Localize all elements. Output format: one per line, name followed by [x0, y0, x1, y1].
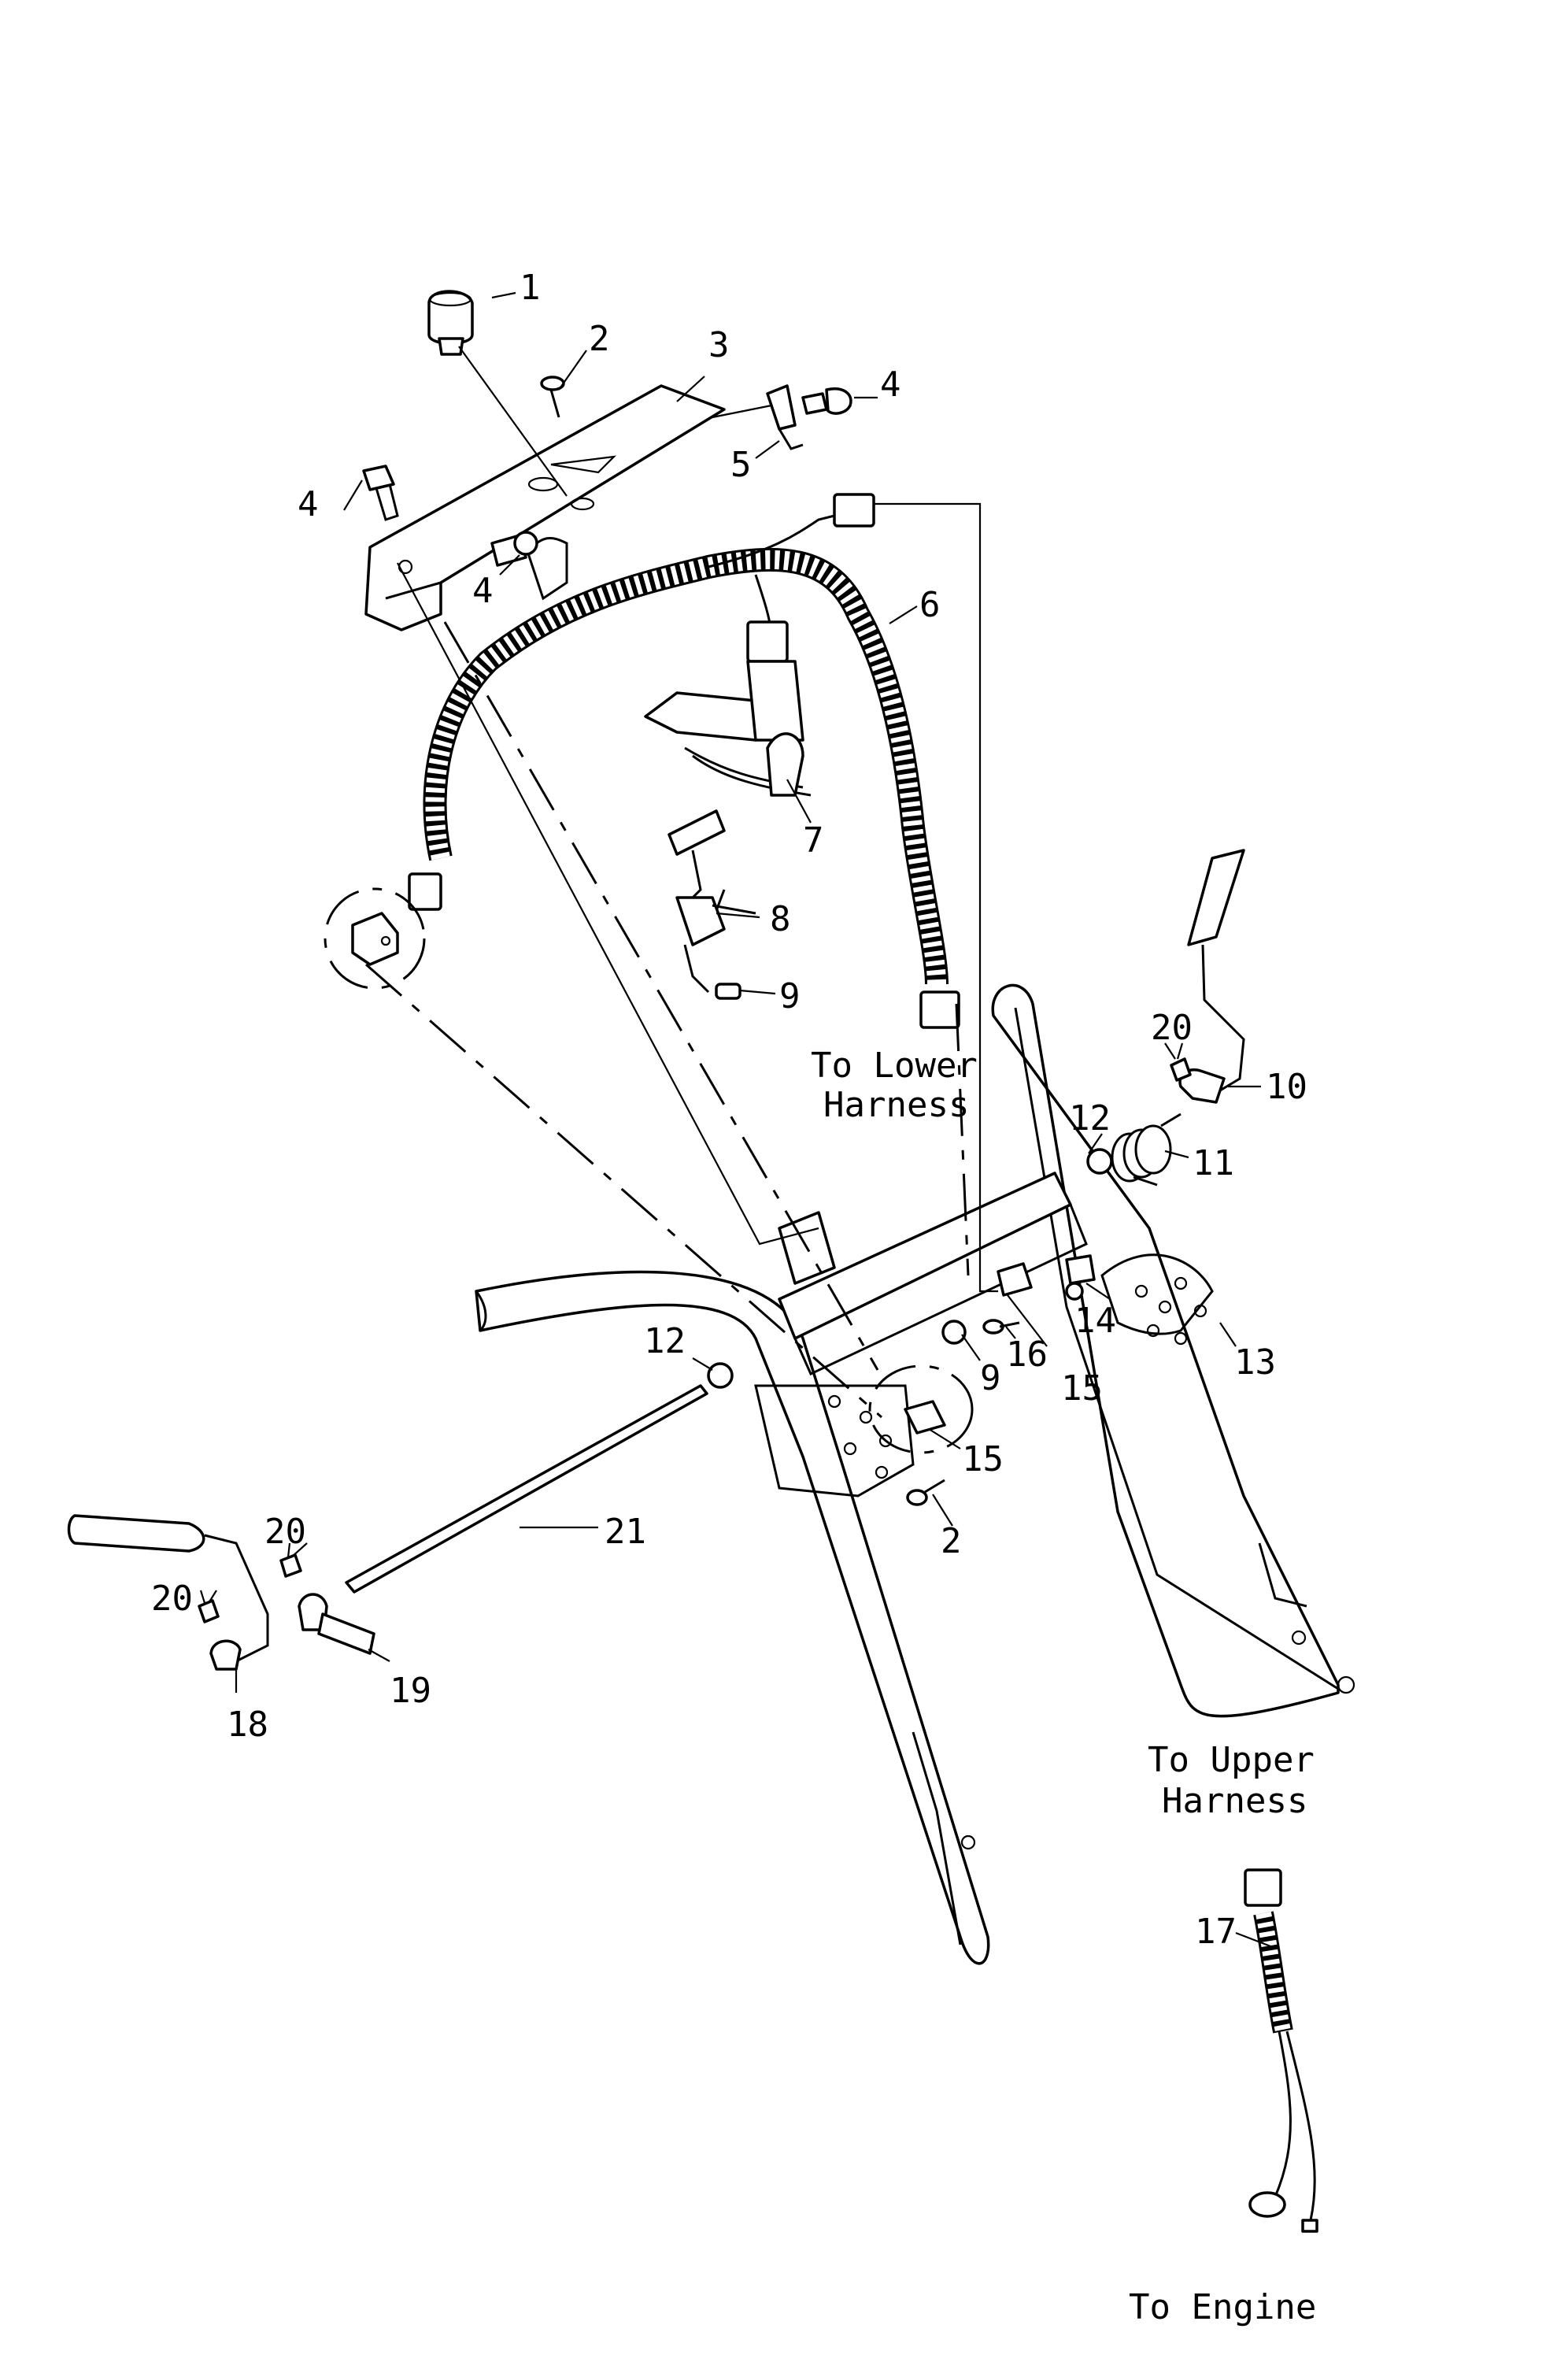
bracket-part-8 — [668, 809, 756, 994]
callout-15-lower: 15 — [962, 1439, 1004, 1479]
callout-9-lower: 9 — [980, 1358, 1001, 1398]
callout-10: 10 — [1266, 1067, 1307, 1107]
leader-lines — [199, 291, 1278, 1950]
bushing-part-12-right — [1086, 1148, 1113, 1175]
bolt-part-4-a — [801, 387, 852, 415]
note-to-lower-harness-line1: To Lower — [811, 1046, 978, 1086]
callout-21: 21 — [605, 1512, 646, 1552]
wire-harness-part-6 — [408, 493, 960, 1029]
cover-plate-part-3 — [364, 384, 726, 631]
lever-part-19 — [298, 1593, 375, 1655]
callout-16: 16 — [1006, 1335, 1048, 1375]
callout-20-left: 20 — [151, 1579, 193, 1619]
bolt-part-4-b — [362, 465, 399, 521]
callout-5: 5 — [730, 445, 752, 485]
note-to-upper-harness-line2: Harness — [1162, 1781, 1307, 1821]
callout-4-right: 4 — [880, 365, 901, 405]
callout-4-middle: 4 — [472, 571, 494, 611]
note-to-engine: To Engine — [1129, 2287, 1316, 2327]
callout-12-left: 12 — [644, 1321, 686, 1361]
pin-part-9-top — [715, 983, 741, 1000]
screw-part-16 — [982, 1319, 1020, 1335]
callout-20-middle: 20 — [264, 1512, 306, 1552]
callout-12-right: 12 — [1069, 1098, 1111, 1138]
screw-part-2-bottom — [906, 1479, 945, 1506]
rod-part-21 — [345, 1384, 708, 1594]
callout-11: 11 — [1193, 1143, 1234, 1183]
callout-13: 13 — [1234, 1342, 1276, 1383]
lower-handle — [475, 1270, 990, 1965]
callout-6: 6 — [919, 585, 941, 625]
upper-handle-part-13 — [991, 983, 1355, 1718]
switch-part-15-lower — [904, 1400, 946, 1435]
callout-1: 1 — [520, 268, 541, 308]
note-to-upper-harness-line1: To Upper — [1148, 1740, 1315, 1780]
bushing-part-12-left — [707, 1362, 734, 1389]
callout-14: 14 — [1074, 1301, 1116, 1341]
nut-part-9-lower — [941, 1320, 967, 1345]
callout-8: 8 — [770, 899, 791, 939]
notes: To Lower Harness To Upper Harness To Eng… — [811, 1046, 1316, 2327]
switch-part-14 — [1065, 1254, 1096, 1301]
switch-part-7 — [644, 660, 812, 797]
callout-17: 17 — [1195, 1912, 1237, 1952]
screw-part-2-top — [540, 376, 565, 418]
callout-2-bottom: 2 — [941, 1521, 962, 1561]
engine-harness-part-17 — [1244, 1868, 1318, 2233]
lever-part-18 — [67, 1514, 269, 1671]
clip-part-5 — [766, 384, 804, 450]
callout-3: 3 — [708, 325, 730, 365]
spring-part-11 — [1111, 1113, 1182, 1187]
callout-2-top: 2 — [589, 319, 610, 359]
key-part-1 — [427, 290, 474, 356]
callout-20-right: 20 — [1151, 1008, 1193, 1048]
callout-15-upper: 15 — [1061, 1368, 1103, 1409]
callout-labels: 1 2 3 4 5 4 4 6 7 8 9 20 10 12 11 14 16 … — [151, 268, 1307, 1952]
shift-lever-part-10 — [1178, 849, 1245, 1104]
callout-7: 7 — [803, 820, 824, 861]
callout-9-top: 9 — [779, 976, 801, 1016]
callout-4-left: 4 — [298, 484, 319, 524]
switch-part-15-upper — [997, 1262, 1033, 1297]
note-to-lower-harness-line2: Harness — [823, 1085, 969, 1125]
clips-part-20 — [198, 1057, 1192, 1623]
connector-detail — [351, 912, 399, 966]
callout-19: 19 — [390, 1671, 431, 1711]
callout-18: 18 — [227, 1705, 268, 1745]
